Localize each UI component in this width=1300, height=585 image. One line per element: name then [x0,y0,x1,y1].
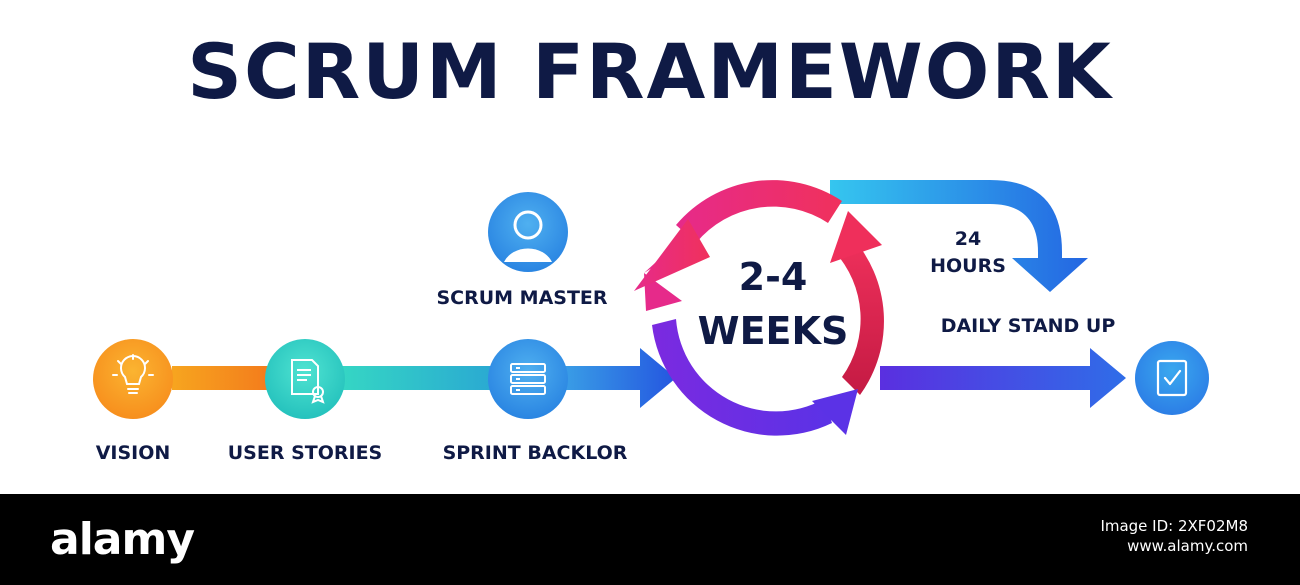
server-stack-icon [510,363,546,395]
scrum-master-label: SCRUM MASTER [436,287,608,309]
alamy-logo: alamy [50,514,195,565]
sprint-backlog-node [488,339,568,419]
checklist-icon [1156,359,1188,397]
done-node [1135,341,1209,415]
page-title: SCRUM FRAMEWORK [187,27,1113,116]
sprint-backlog-label: SPRINT BACKLOR [442,442,628,464]
connector-vision-stories [172,366,272,390]
cycle-arc-top [676,180,842,243]
connector-stories-backlog [342,366,494,390]
vision-label: VISION [95,442,171,464]
user-stories-label: USER STORIES [227,442,383,464]
daily-hours-unit: HOURS [930,255,1006,277]
site-url: www.alamy.com [1127,537,1248,556]
scrum-diagram [93,180,1209,436]
arrow-backlog-to-sprint [560,348,676,408]
user-avatar-icon [504,210,552,262]
image-id: Image ID: 2XF02M8 [1100,517,1248,535]
cycle-arrowhead-bottom [812,389,858,435]
sprint-cycle [634,180,884,436]
vision-node [93,339,173,419]
daily-cycle-arrow [830,180,1088,292]
cycle-duration-unit: WEEKS [697,309,849,353]
daily-hours-number: 24 [954,228,982,250]
stock-footer: alamy Image ID: 2XF02M8 www.alamy.com [0,494,1300,585]
cycle-arrowhead-top [644,233,688,311]
lightbulb-icon [112,354,154,394]
cycle-arc-right [834,235,884,395]
daily-stand-up-label: DAILY STAND UP [940,315,1116,337]
cycle-arc-bottom [652,319,832,436]
stock-info: Image ID: 2XF02M8 www.alamy.com [1100,516,1248,557]
scrum-master-node [488,192,568,272]
certificate-document-icon [291,359,325,404]
arrow-sprint-to-done [880,348,1126,408]
cycle-duration-number: 2-4 [738,255,808,299]
cycle-arrowhead-right [830,211,882,263]
